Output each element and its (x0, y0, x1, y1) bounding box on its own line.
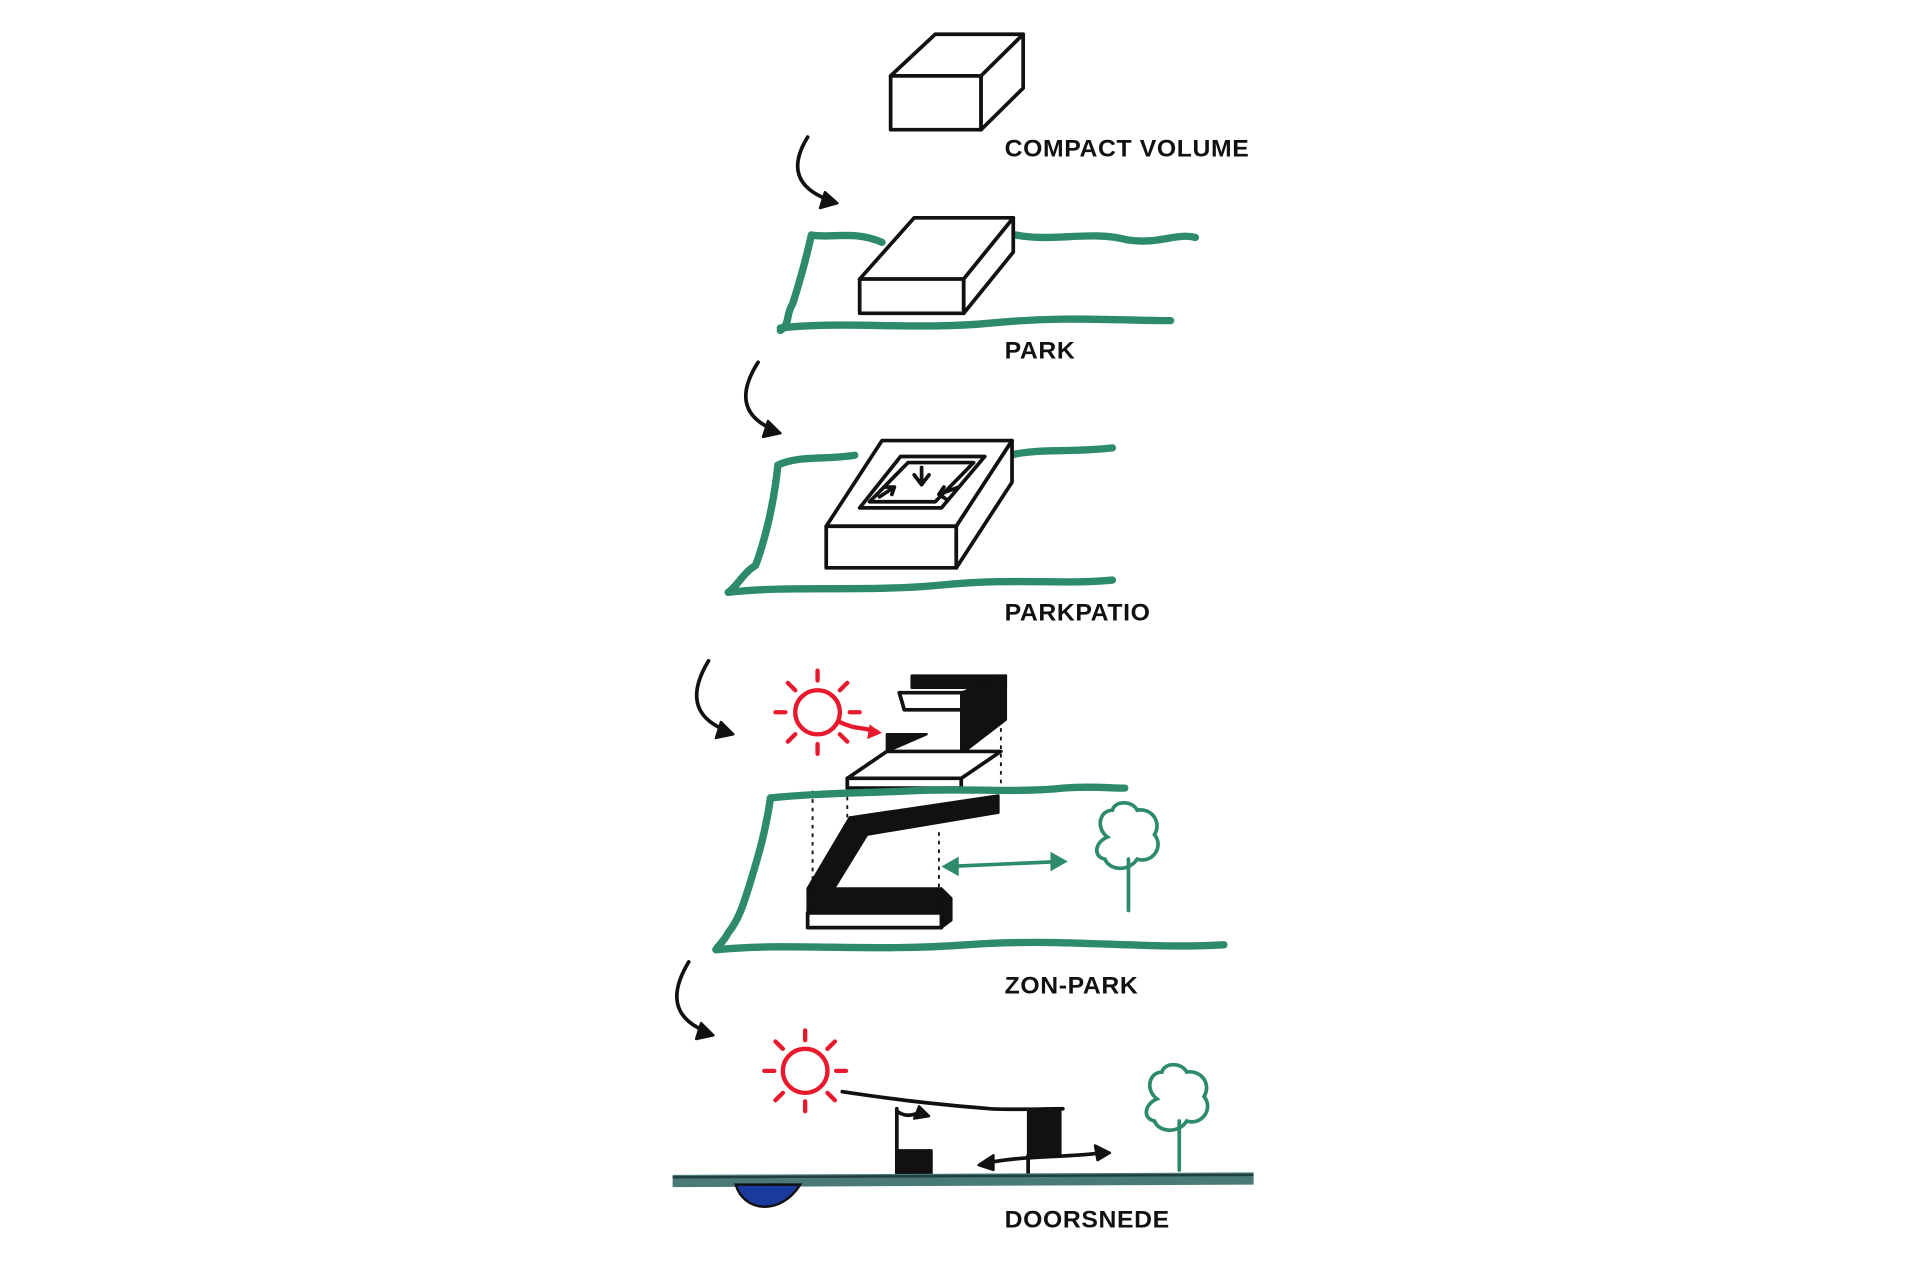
upper-volume (845, 674, 1008, 790)
curved-arrow-icon (795, 135, 839, 210)
curved-arrow-icon (674, 960, 715, 1041)
step-label-parkpatio: PARKPATIO (1005, 600, 1151, 627)
patio-volume (824, 438, 1014, 570)
sun-icon (773, 668, 882, 757)
park-outline (776, 231, 1200, 335)
step-label-compact-volume: COMPACT VOLUME (1005, 136, 1250, 163)
water-ditch (734, 1183, 803, 1208)
park-outline (724, 444, 1117, 596)
box-volume (857, 216, 1016, 316)
park-outline (712, 783, 1228, 954)
tree-icon (1144, 1062, 1210, 1172)
curved-arrow-icon (694, 659, 735, 740)
double-arrow-icon (941, 851, 1068, 877)
section-building (840, 1089, 1065, 1180)
tree-icon (1095, 800, 1160, 913)
step-park: PARK (776, 216, 1200, 365)
lower-volume (805, 794, 1000, 930)
ground-line (672, 1172, 1254, 1188)
box-volume (888, 32, 1026, 132)
step-label-doorsnede: DOORSNEDE (1005, 1207, 1170, 1234)
step-label-zon-park: ZON-PARK (1005, 973, 1139, 1000)
step-zon-park: ZON-PARK (712, 668, 1228, 1000)
curved-arrow-icon (743, 360, 782, 439)
step-label-park: PARK (1005, 338, 1076, 365)
sun-icon (762, 1028, 849, 1114)
step-doorsnede: DOORSNEDE (672, 1028, 1254, 1234)
double-arrow-icon (977, 1144, 1112, 1172)
step-parkpatio: PARKPATIO (724, 438, 1151, 627)
step-compact-volume: COMPACT VOLUME (888, 32, 1250, 163)
